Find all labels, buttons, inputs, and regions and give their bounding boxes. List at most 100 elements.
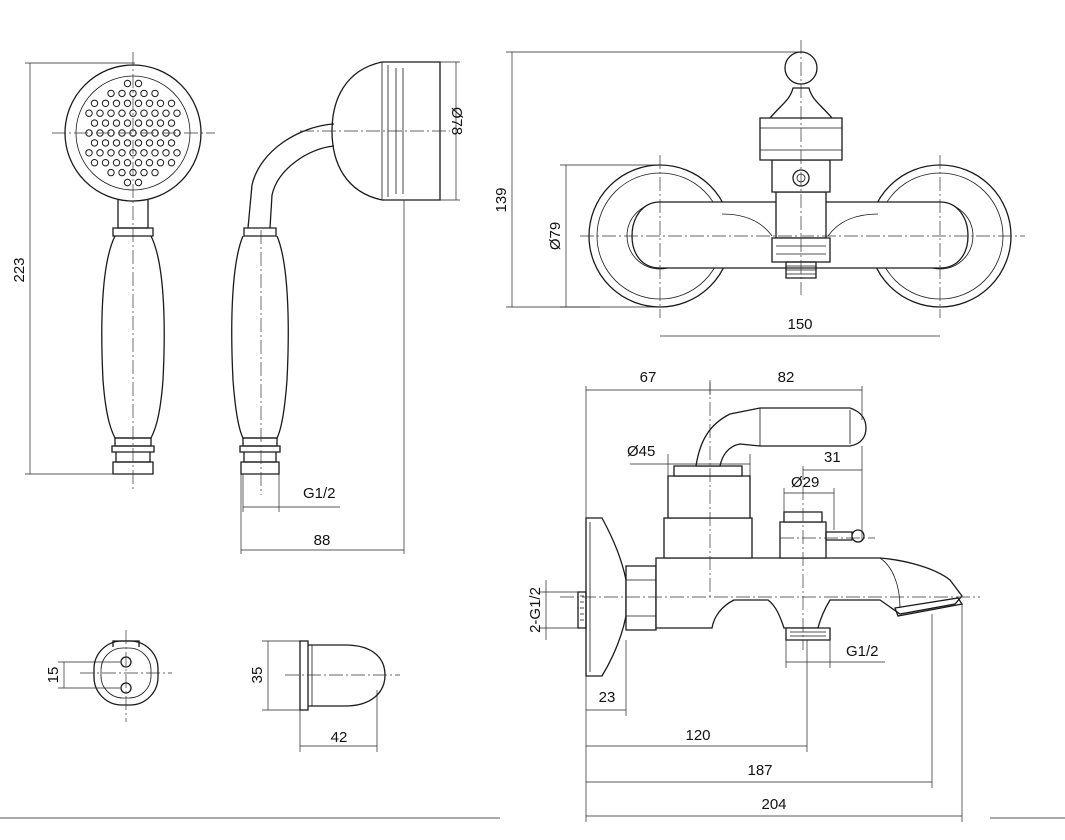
spray-hole bbox=[107, 89, 115, 98]
spray-hole bbox=[107, 149, 115, 157]
spray-hole bbox=[173, 149, 181, 157]
handshower-thread-label: G1/2 bbox=[303, 485, 336, 502]
wall-depth-dimension: 23 bbox=[585, 640, 627, 822]
head-diameter-label: Ø78 bbox=[448, 107, 465, 135]
spray-hole bbox=[134, 178, 143, 187]
spray-hole bbox=[151, 89, 159, 98]
handshower-depth-label: 88 bbox=[314, 532, 331, 549]
mixer-side-view bbox=[560, 380, 980, 677]
holder-hole-spacing-label: 15 bbox=[45, 667, 62, 684]
mixer-height-dimension: 139 bbox=[493, 51, 801, 308]
inlet-thread-dimension: 2-G1/2 bbox=[527, 580, 578, 640]
holder-height-label: 35 bbox=[249, 667, 266, 684]
mixer-front-view bbox=[580, 40, 1025, 318]
spray-hole bbox=[123, 159, 132, 167]
spray-hole bbox=[107, 109, 115, 117]
spray-hole bbox=[118, 109, 126, 117]
spray-hole bbox=[96, 109, 104, 117]
spray-hole bbox=[134, 99, 143, 108]
total-length-dimension: 204 bbox=[586, 604, 963, 822]
body-diameter-dimension: Ø45 bbox=[627, 443, 751, 476]
knob-diameter-label: Ø29 bbox=[791, 474, 819, 491]
lever-dimensions: 67 82 bbox=[585, 369, 863, 520]
spray-hole bbox=[173, 109, 181, 117]
total-length-label: 204 bbox=[761, 796, 786, 813]
lever-offset-label: 67 bbox=[640, 369, 657, 386]
flange-diameter-label: Ø79 bbox=[547, 222, 564, 250]
spray-hole bbox=[145, 99, 154, 108]
spray-hole bbox=[167, 159, 176, 167]
knob-offset-label: 31 bbox=[824, 449, 841, 466]
spray-hole bbox=[101, 159, 110, 167]
spray-hole bbox=[140, 109, 148, 117]
mixer-height-label: 139 bbox=[493, 187, 510, 212]
spray-hole bbox=[112, 119, 121, 127]
head-diameter-dimension: Ø78 bbox=[440, 61, 465, 201]
spray-hole bbox=[167, 99, 176, 108]
spray-hole bbox=[167, 139, 176, 147]
handshower-front-view bbox=[52, 52, 215, 490]
spray-hole bbox=[85, 149, 93, 157]
spray-hole bbox=[85, 109, 93, 117]
spray-hole bbox=[112, 99, 121, 108]
spray-hole bbox=[145, 159, 154, 167]
spray-hole bbox=[123, 178, 132, 187]
knob-offset-dimension: 31 bbox=[802, 446, 863, 540]
spray-hole bbox=[140, 168, 148, 177]
spray-hole bbox=[118, 168, 126, 177]
spray-hole bbox=[101, 99, 110, 108]
handshower-thread-dimension: G1/2 bbox=[242, 474, 340, 512]
spray-hole bbox=[156, 99, 165, 108]
spray-hole bbox=[112, 139, 121, 147]
spray-hole bbox=[145, 139, 154, 147]
centers-label: 150 bbox=[787, 316, 812, 333]
spray-hole bbox=[145, 119, 154, 127]
outlet-reach-dimension: 120 bbox=[586, 640, 808, 752]
spout-reach-label: 187 bbox=[747, 762, 772, 779]
spray-hole bbox=[140, 89, 148, 98]
spray-hole bbox=[90, 99, 99, 108]
spray-hole bbox=[162, 149, 170, 157]
outlet-reach-label: 120 bbox=[685, 727, 710, 744]
spray-hole bbox=[134, 139, 143, 147]
handshower-height-dimension: 223 bbox=[11, 62, 135, 475]
inlet-thread-label: 2-G1/2 bbox=[527, 587, 544, 633]
holder-height-dimension: 35 bbox=[249, 640, 300, 711]
spray-hole bbox=[118, 149, 126, 157]
body-diameter-label: Ø45 bbox=[627, 443, 655, 460]
wall-depth-label: 23 bbox=[599, 689, 616, 706]
spray-hole bbox=[167, 119, 176, 127]
spray-hole bbox=[134, 119, 143, 127]
spray-hole bbox=[90, 139, 99, 147]
holder-side-view bbox=[285, 640, 400, 711]
spray-hole bbox=[96, 149, 104, 157]
spray-hole bbox=[156, 159, 165, 167]
spray-hole bbox=[112, 159, 121, 167]
spray-hole bbox=[118, 89, 126, 98]
spray-hole bbox=[151, 109, 159, 117]
spray-hole bbox=[162, 109, 170, 117]
lever-length-label: 82 bbox=[778, 369, 795, 386]
outlet-thread-dimension: G1/2 bbox=[785, 640, 885, 668]
handshower-depth-dimension: 88 bbox=[240, 200, 405, 554]
spray-hole bbox=[90, 119, 99, 127]
outlet-thread-label: G1/2 bbox=[846, 643, 879, 660]
spray-hole bbox=[123, 79, 132, 88]
spray-hole bbox=[156, 119, 165, 127]
spray-hole bbox=[101, 139, 110, 147]
spray-hole bbox=[101, 119, 110, 127]
centers-dimension: 150 bbox=[660, 316, 940, 337]
knob-diameter-dimension: Ø29 bbox=[783, 474, 835, 530]
holder-front-view bbox=[80, 630, 172, 722]
flange-diameter-dimension: Ø79 bbox=[547, 164, 660, 308]
spray-hole bbox=[151, 168, 159, 177]
spout-reach-dimension: 187 bbox=[586, 614, 933, 788]
spray-hole bbox=[134, 79, 143, 88]
spray-hole bbox=[107, 168, 115, 177]
spray-holes bbox=[85, 79, 181, 187]
spray-hole bbox=[151, 149, 159, 157]
spray-hole bbox=[140, 149, 148, 157]
holder-depth-label: 42 bbox=[331, 729, 348, 746]
holder-depth-dimension: 42 bbox=[299, 690, 378, 752]
